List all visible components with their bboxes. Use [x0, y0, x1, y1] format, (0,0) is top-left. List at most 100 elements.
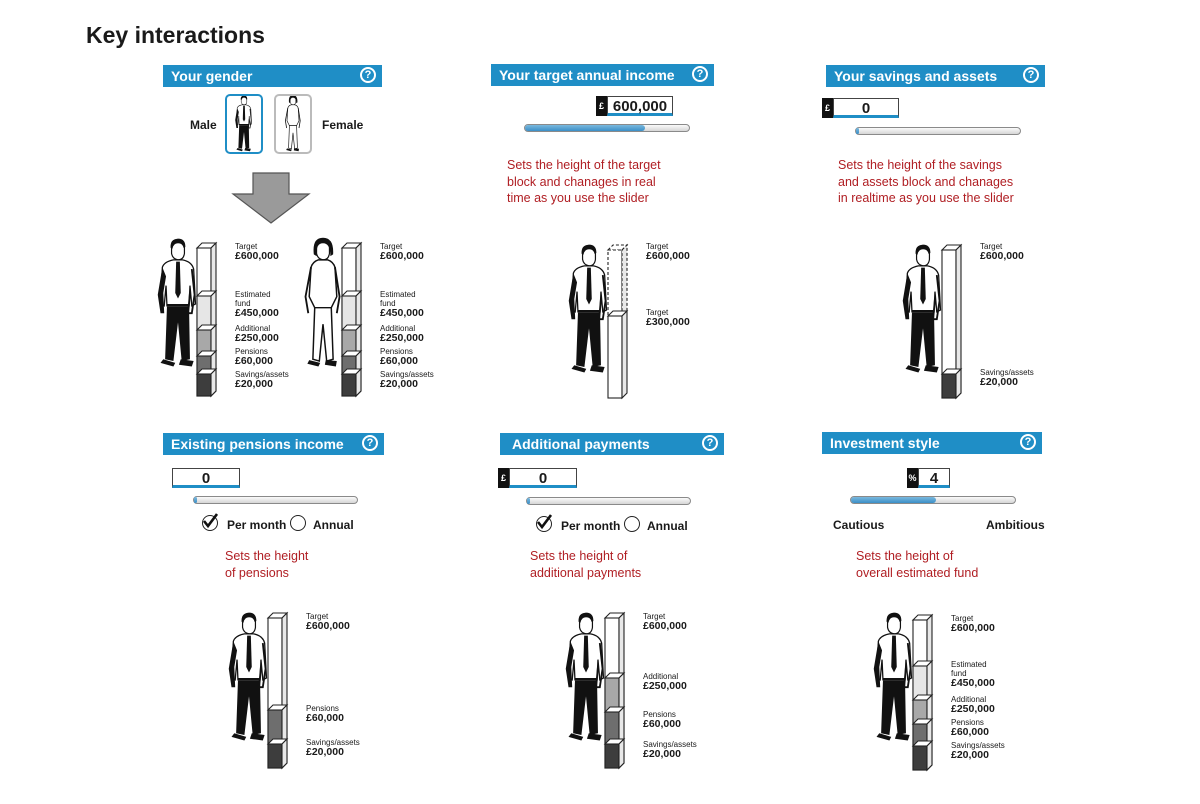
column-label: Additional£250,000 — [380, 324, 424, 344]
additional-slider[interactable] — [526, 497, 691, 505]
investment-value[interactable]: 4 — [918, 468, 950, 488]
column-label-name: Target — [980, 242, 1003, 251]
fund-block — [911, 739, 934, 772]
savings-help-icon[interactable]: ? — [1023, 67, 1039, 83]
page-title: Key interactions — [86, 22, 265, 48]
currency-tag: £ — [498, 468, 509, 488]
column-label-value: £60,000 — [306, 712, 344, 724]
per-month-label: Per month — [561, 519, 621, 533]
fund-block — [340, 367, 363, 398]
pensions-slider[interactable] — [193, 496, 358, 504]
pensions-value[interactable]: 0 — [172, 468, 240, 488]
column-label-name: Pensions — [380, 347, 413, 356]
column-label: Pensions£60,000 — [380, 347, 418, 367]
column-label-value: £60,000 — [380, 355, 418, 367]
column-label: Additional£250,000 — [951, 695, 995, 715]
investment-slider[interactable] — [850, 496, 1016, 504]
column-label-name: Estimated fund — [380, 290, 416, 308]
male-label: Male — [190, 118, 217, 132]
annual-radio[interactable] — [624, 516, 640, 532]
column-label-value: £600,000 — [380, 250, 424, 262]
additional-note: Sets the height of additional payments — [530, 548, 641, 581]
column-label-value: £20,000 — [306, 746, 344, 758]
savings-header-label: Your savings and assets — [834, 68, 998, 84]
female-label: Female — [322, 118, 364, 132]
column-label-name: Estimated fund — [235, 290, 271, 308]
additional-slider-fill — [527, 498, 531, 504]
per-month-checkbox[interactable] — [202, 513, 218, 531]
column-label-name: Pensions — [951, 718, 984, 727]
column-label: Target£600,000 — [643, 612, 687, 632]
additional-value[interactable]: 0 — [509, 468, 577, 488]
column-label-name: Savings/assets — [380, 370, 434, 379]
column-label-value: £600,000 — [235, 250, 279, 262]
pensions-help-icon[interactable]: ? — [362, 435, 378, 451]
column-label: Pensions£60,000 — [643, 710, 681, 730]
male-option[interactable] — [225, 94, 263, 154]
note-line: Sets the height — [225, 549, 309, 563]
column-label-name: Target — [235, 242, 258, 251]
note-line: of pensions — [225, 565, 289, 580]
note-line: Sets the height of the savings — [838, 158, 1002, 172]
column-label-value: £60,000 — [643, 718, 681, 730]
savings-value[interactable]: 0 — [833, 98, 899, 118]
stacked-column — [606, 243, 629, 400]
investment-help-icon[interactable]: ? — [1020, 434, 1036, 450]
target-block — [940, 243, 963, 400]
fund-block — [340, 323, 363, 358]
note-line: overall estimated fund — [856, 565, 979, 580]
man-figure-icon — [901, 243, 942, 374]
additional-header-label: Additional payments — [512, 436, 650, 452]
column-label-name: Additional — [951, 695, 987, 704]
column-label-name: Savings/assets — [306, 738, 360, 747]
column-label: Pensions£60,000 — [951, 718, 989, 738]
column-label-value: £20,000 — [235, 378, 273, 390]
column-label-value: £250,000 — [951, 703, 995, 715]
savings-slider[interactable] — [855, 127, 1021, 135]
currency-tag: £ — [822, 98, 833, 118]
target-income-slider-fill — [525, 125, 645, 131]
pensions-header-label: Existing pensions income — [171, 436, 344, 452]
woman-figure-icon — [304, 236, 341, 368]
currency-tag: £ — [596, 96, 607, 116]
column-label-name: Pensions — [643, 710, 676, 719]
note-line: time as you use the slider — [507, 191, 649, 205]
column-label-name: Savings/assets — [643, 740, 697, 749]
per-month-checkbox[interactable] — [536, 514, 552, 532]
column-label-name: Additional — [643, 672, 679, 681]
ambitious-label: Ambitious — [986, 518, 1045, 532]
additional-help-icon[interactable]: ? — [702, 435, 718, 451]
annual-radio[interactable] — [290, 515, 306, 531]
column-label: Pensions£60,000 — [306, 704, 344, 724]
note-line: Sets the height of — [530, 549, 628, 563]
gender-help-icon[interactable]: ? — [360, 67, 376, 83]
column-label-value: £20,000 — [980, 376, 1018, 388]
fund-block — [195, 367, 218, 398]
annual-label: Annual — [647, 519, 688, 533]
cautious-label: Cautious — [833, 518, 885, 532]
man-figure-icon — [156, 237, 197, 368]
column-label-value: £600,000 — [980, 250, 1024, 262]
target-income-value[interactable]: 600,000 — [607, 96, 673, 116]
column-label-value: £600,000 — [646, 250, 690, 262]
arrow-down-icon — [231, 172, 311, 224]
percent-tag: % — [907, 468, 918, 488]
column-label-value: £20,000 — [951, 749, 989, 761]
column-label: Savings/assets£20,000 — [643, 740, 697, 760]
column-label-name: Target — [380, 242, 403, 251]
column-label-value: £60,000 — [951, 726, 989, 738]
female-option[interactable] — [274, 94, 312, 154]
column-label-name: Additional — [235, 324, 271, 333]
target-income-help-icon[interactable]: ? — [692, 66, 708, 82]
target-income-slider[interactable] — [524, 124, 690, 132]
column-label-name: Target — [646, 308, 669, 317]
savings-slider-fill — [856, 128, 860, 134]
column-label-value: £300,000 — [646, 316, 690, 328]
column-label: Estimated fund£450,000 — [951, 660, 995, 689]
stacked-column — [911, 613, 934, 772]
fund-block — [603, 737, 626, 770]
column-label-value: £600,000 — [306, 620, 350, 632]
per-month-label: Per month — [227, 518, 287, 532]
column-label-value: £600,000 — [951, 622, 995, 634]
column-label: Estimated fund£450,000 — [235, 290, 279, 319]
